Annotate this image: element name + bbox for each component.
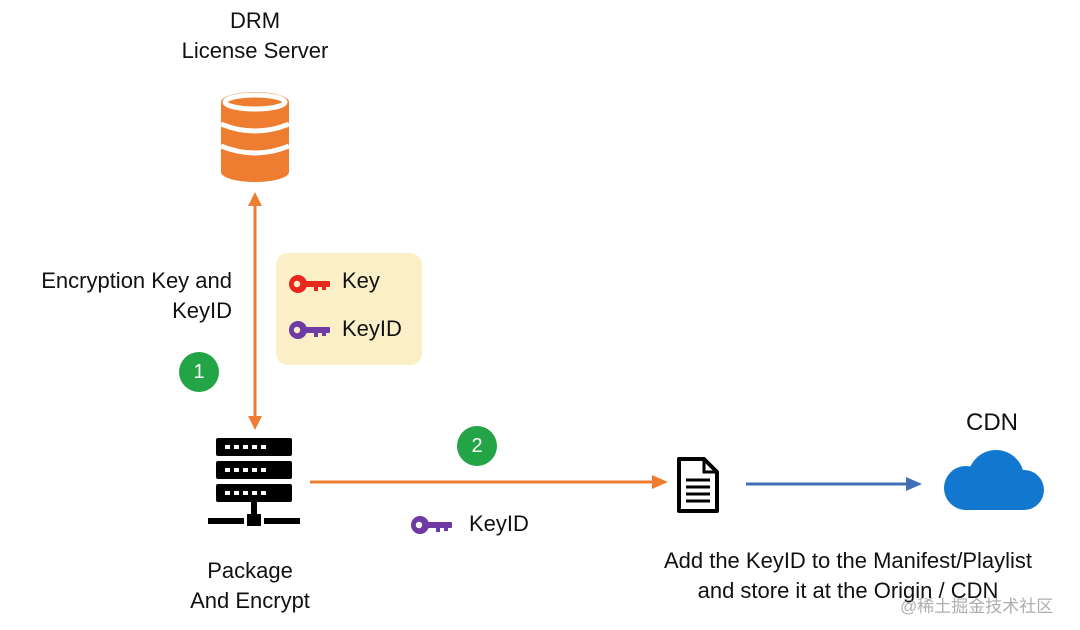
- vertical-double-arrow: [248, 192, 262, 430]
- cdn-arrow: [746, 477, 922, 491]
- encryption-label-line1: Encryption Key and: [41, 268, 232, 293]
- key-icon: [411, 516, 452, 534]
- cdn-title: CDN: [966, 409, 1018, 436]
- watermark: @稀土掘金技术社区: [900, 597, 1054, 616]
- encryption-label: Encryption Key and KeyID: [10, 266, 232, 326]
- packager-label-line2: And Encrypt: [190, 588, 310, 613]
- document-icon: [677, 457, 719, 513]
- manifest-caption: Add the KeyID to the Manifest/Playlist a…: [620, 546, 1076, 606]
- manifest-caption-line1: Add the KeyID to the Manifest/Playlist: [663, 548, 1033, 573]
- key-icon: [289, 275, 330, 293]
- encryption-label-line2: KeyID: [172, 298, 232, 323]
- manifest-caption-line2: and store it at the Origin / CDN: [697, 578, 999, 603]
- cloud-icon: [944, 450, 1044, 510]
- packager-label: Package And Encrypt: [150, 556, 350, 616]
- drm-server-title-line1: DRM: [229, 8, 281, 33]
- drm-server-title-line2: License Server: [181, 38, 329, 63]
- keyid-transfer-arrow: [310, 475, 668, 489]
- step-2-badge: 2: [457, 426, 497, 466]
- legend-keyid-label: KeyID: [342, 316, 402, 341]
- step-1-badge: 1: [179, 352, 219, 392]
- server-icon: [208, 438, 300, 526]
- key-icon: [289, 321, 330, 339]
- database-icon: [220, 92, 290, 182]
- drm-server-title: DRM License Server: [150, 6, 360, 66]
- key-legend: Key KeyID: [276, 253, 422, 365]
- transfer-keyid-label: KeyID: [469, 511, 529, 536]
- packager-label-line1: Package: [207, 558, 293, 583]
- legend-key-label: Key: [342, 268, 380, 293]
